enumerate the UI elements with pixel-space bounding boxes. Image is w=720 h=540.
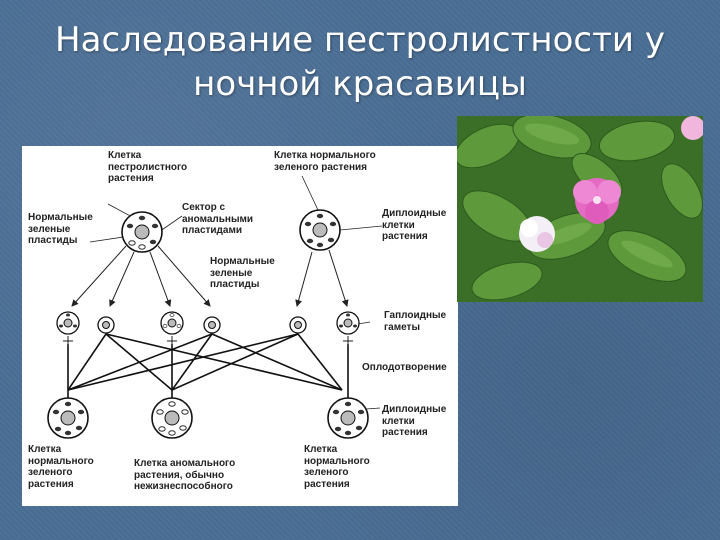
offspring-normal-left <box>47 397 89 439</box>
label-normal-cell-bottom-left: Клетка нормального зеленого растения <box>28 444 94 490</box>
label-abnormal-cell: Клетка аномального растения, обычно нежи… <box>134 458 236 492</box>
normal-parent-cell <box>299 209 341 251</box>
gamete-pollen-3 <box>289 316 307 334</box>
diagram-graphics <box>47 175 383 439</box>
label-fertilization: Оплодотворение <box>362 362 447 373</box>
plant-photo-graphics <box>457 116 703 302</box>
gamete-pollen-2 <box>203 316 221 334</box>
plant-photo <box>457 116 703 302</box>
gamete-arrows <box>71 245 349 307</box>
label-haploid: Гаплоидные гаметы <box>384 310 447 333</box>
label-normal-cell-top: Клетка нормального зеленого растения <box>274 150 376 173</box>
slide-title-line-1: Наследование пестролистности у <box>55 20 665 60</box>
fertilization-lines <box>67 333 349 398</box>
gamete-egg-abnormal <box>160 311 184 335</box>
slide-title: Наследование пестролистности у ночной кр… <box>0 18 720 106</box>
offspring-normal-right <box>327 397 369 439</box>
offspring-abnormal <box>151 397 193 439</box>
label-diploid-bottom: Диплоидные клетки растения <box>382 404 447 438</box>
top-right-blossom <box>681 116 703 140</box>
label-diploid-top: Диплоидные клетки растения <box>382 208 447 242</box>
female-symbols <box>63 336 353 346</box>
inheritance-diagram: Клетка пестролистного растения Клетка но… <box>22 146 458 506</box>
gamete-pollen-1 <box>97 316 115 334</box>
gamete-egg-normal-2 <box>336 311 360 335</box>
gamete-egg-normal <box>56 311 80 335</box>
white-flower <box>519 216 555 252</box>
label-normal-plastids-left: Нормальные зеленые пластиды <box>28 212 93 246</box>
variegated-parent-cell <box>121 211 163 253</box>
pink-flower <box>573 178 621 224</box>
label-normal-cell-bottom-right: Клетка нормального зеленого растения <box>304 444 370 490</box>
slide-title-line-2: ночной красавицы <box>193 64 527 104</box>
label-sector: Сектор с аномальными пластидами <box>182 202 254 236</box>
label-normal-plastids-mid: Нормальные зеленые пластиды <box>210 256 275 290</box>
label-variegated-cell: Клетка пестролистного растения <box>108 150 188 184</box>
